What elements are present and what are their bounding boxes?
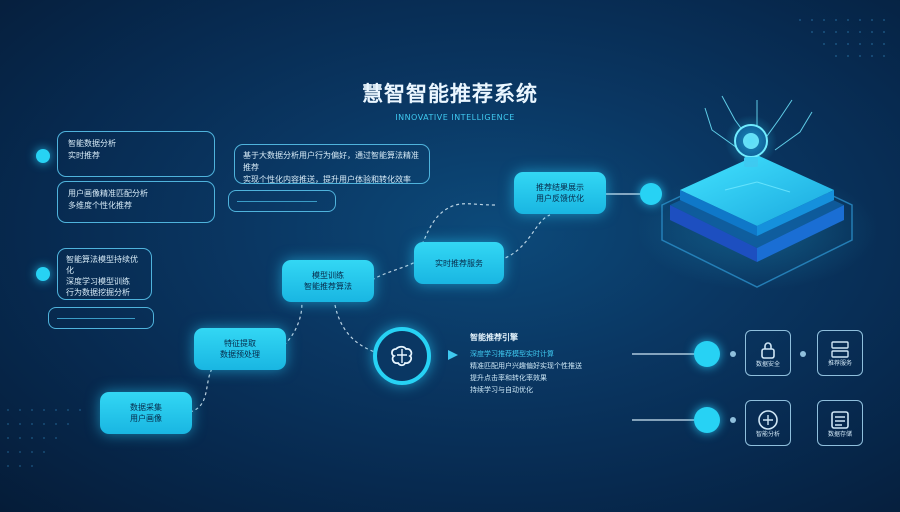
feature-4-label: 数据存储 (827, 430, 852, 438)
feature-3[interactable]: 智能分析 (745, 400, 791, 446)
ai-core-platform (637, 95, 877, 290)
feature-sep-3 (800, 351, 806, 357)
feature-sep-1 (730, 351, 736, 357)
engine-line: 持续学习与自动优化 (470, 386, 533, 394)
database-icon (831, 410, 849, 429)
left-panel-1-line: 智能数据分析 (68, 139, 116, 148)
left-panel-1: 智能数据分析 实时推荐 (57, 131, 215, 177)
flow-node-5-line: 推荐结果展示 (536, 183, 584, 192)
flow-node-3-line: 智能推荐算法 (304, 282, 352, 291)
feature-1-label: 数据安全 (755, 360, 780, 368)
left-panel-2-line: 多维度个性化推荐 (68, 201, 132, 210)
engine-title: 智能推荐引擎 (470, 333, 518, 342)
page-subtitle: INNOVATIVE INTELLIGENCE (395, 113, 515, 122)
lock-icon (761, 341, 775, 359)
flow-node-2[interactable]: 特征提取 数据预处理 (194, 328, 286, 370)
left-panel-3: 智能算法模型持续优化 深度学习模型训练 行为数据挖掘分析 (57, 248, 152, 300)
left-panel-pill (48, 307, 154, 329)
feature-dot-2 (694, 407, 720, 433)
flow-node-5[interactable]: 推荐结果展示 用户反馈优化 (514, 172, 606, 214)
top-info-pill (228, 190, 336, 212)
top-info-line: 实现个性化内容推送，提升用户体验和转化效率 (243, 175, 411, 184)
left-panel-1-line: 实时推荐 (68, 151, 100, 160)
engine-line: 深度学习推荐模型实时计算 (470, 350, 554, 358)
server-icon (831, 340, 849, 358)
feature-2[interactable]: 推荐服务 (817, 330, 863, 376)
arrow-icon (448, 350, 458, 360)
feature-2-label: 推荐服务 (827, 359, 852, 367)
feature-3-label: 智能分析 (755, 430, 780, 438)
flow-end-dot (640, 183, 662, 205)
brain-icon (391, 345, 413, 367)
left-panel-2-line: 用户画像精准匹配分析 (68, 189, 148, 198)
flow-node-4-line: 实时推荐服务 (435, 258, 483, 268)
feature-1[interactable]: 数据安全 (745, 330, 791, 376)
flow-node-2-line: 特征提取 (224, 339, 256, 348)
left-panel-3-line: 智能算法模型持续优化 (66, 255, 138, 275)
feature-dot-1 (694, 341, 720, 367)
left-panel-3-line: 深度学习模型训练 (66, 277, 130, 286)
engine-line: 精准匹配用户兴趣偏好实现个性推送 (470, 362, 582, 370)
flow-node-5-line: 用户反馈优化 (536, 194, 584, 203)
grid-dots-bottom-left (7, 409, 81, 467)
feature-4[interactable]: 数据存储 (817, 400, 863, 446)
flow-node-1-line: 用户画像 (130, 414, 162, 423)
brain-icon (758, 409, 778, 430)
left-bullet-1 (36, 149, 50, 163)
feature-sep-2 (730, 417, 736, 423)
top-info-box: 基于大数据分析用户行为偏好，通过智能算法精准推荐 实现个性化内容推送，提升用户体… (234, 144, 430, 184)
flow-node-4[interactable]: 实时推荐服务 (414, 242, 504, 284)
flow-node-3-line: 模型训练 (312, 271, 344, 280)
top-info-line: 基于大数据分析用户行为偏好，通过智能算法精准推荐 (243, 151, 419, 172)
engine-line: 提升点击率和转化率效果 (470, 374, 547, 382)
left-panel-2: 用户画像精准匹配分析 多维度个性化推荐 (57, 181, 215, 223)
flow-node-1[interactable]: 数据采集 用户画像 (100, 392, 192, 434)
left-bullet-2 (36, 267, 50, 281)
grid-dots-top-right (799, 19, 885, 57)
left-panel-3-line: 行为数据挖掘分析 (66, 288, 130, 297)
flow-node-1-line: 数据采集 (130, 403, 162, 412)
flow-node-3[interactable]: 模型训练 智能推荐算法 (282, 260, 374, 302)
engine-icon[interactable] (373, 327, 431, 385)
flow-node-2-line: 数据预处理 (220, 350, 260, 359)
page-title: 慧智智能推荐系统 (362, 82, 538, 106)
